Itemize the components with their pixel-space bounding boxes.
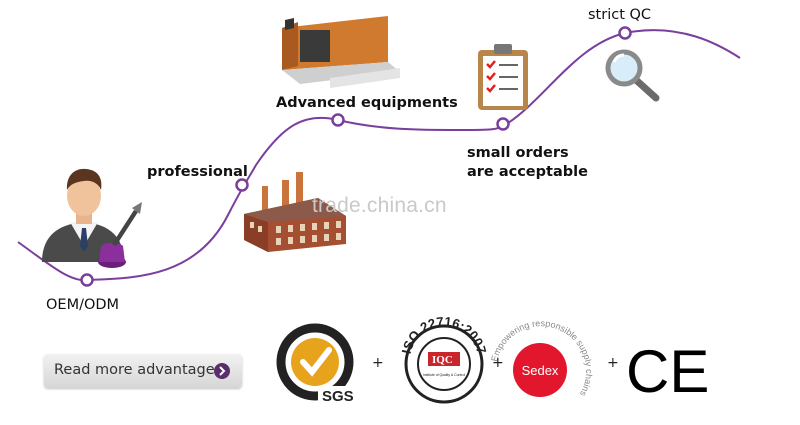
read-more-label: Read more advantage	[54, 362, 215, 378]
plus-separator-1: +	[372, 355, 384, 371]
sedex-cert-logo: Sedex Empowering responsible supply chai…	[489, 318, 594, 398]
chevron-right-icon	[214, 363, 230, 379]
label-small-orders-2: are acceptable	[467, 164, 588, 180]
milestone-dot-equipment	[331, 113, 345, 127]
read-more-button[interactable]: Read more advantage	[44, 354, 242, 388]
plus-separator-2: +	[492, 355, 504, 371]
label-equipment: Advanced equipments	[276, 95, 458, 111]
label-professional: professional	[147, 164, 248, 180]
sgs-cert-logo: SGS	[276, 323, 356, 405]
milestone-dot-qc	[618, 26, 632, 40]
label-qc: strict QC	[588, 7, 652, 23]
milestone-dot-professional	[235, 178, 249, 192]
sedex-name: Sedex	[522, 363, 559, 378]
sgs-name: SGS	[322, 388, 354, 405]
iqc-subtitle: Institute of Quality & Control	[423, 373, 465, 377]
machine-icon	[282, 16, 400, 88]
iso-iqc-cert-logo: IQC Institute of Quality & Control ISO 2…	[399, 314, 489, 404]
watermark: trade.china.cn	[312, 194, 447, 217]
label-oem: OEM/ODM	[46, 297, 120, 313]
iqc-name: IQC	[432, 354, 453, 366]
milestone-dot-small-orders	[496, 117, 510, 131]
factory-icon	[244, 172, 346, 252]
ce-mark: CE	[626, 338, 709, 405]
plus-separator-3: +	[607, 355, 619, 371]
clipboard-icon	[478, 44, 528, 110]
magnifier-icon	[605, 49, 660, 102]
label-small-orders-1: small orders	[467, 145, 569, 161]
businessman-icon	[42, 168, 142, 268]
milestone-dot-oem	[80, 273, 94, 287]
